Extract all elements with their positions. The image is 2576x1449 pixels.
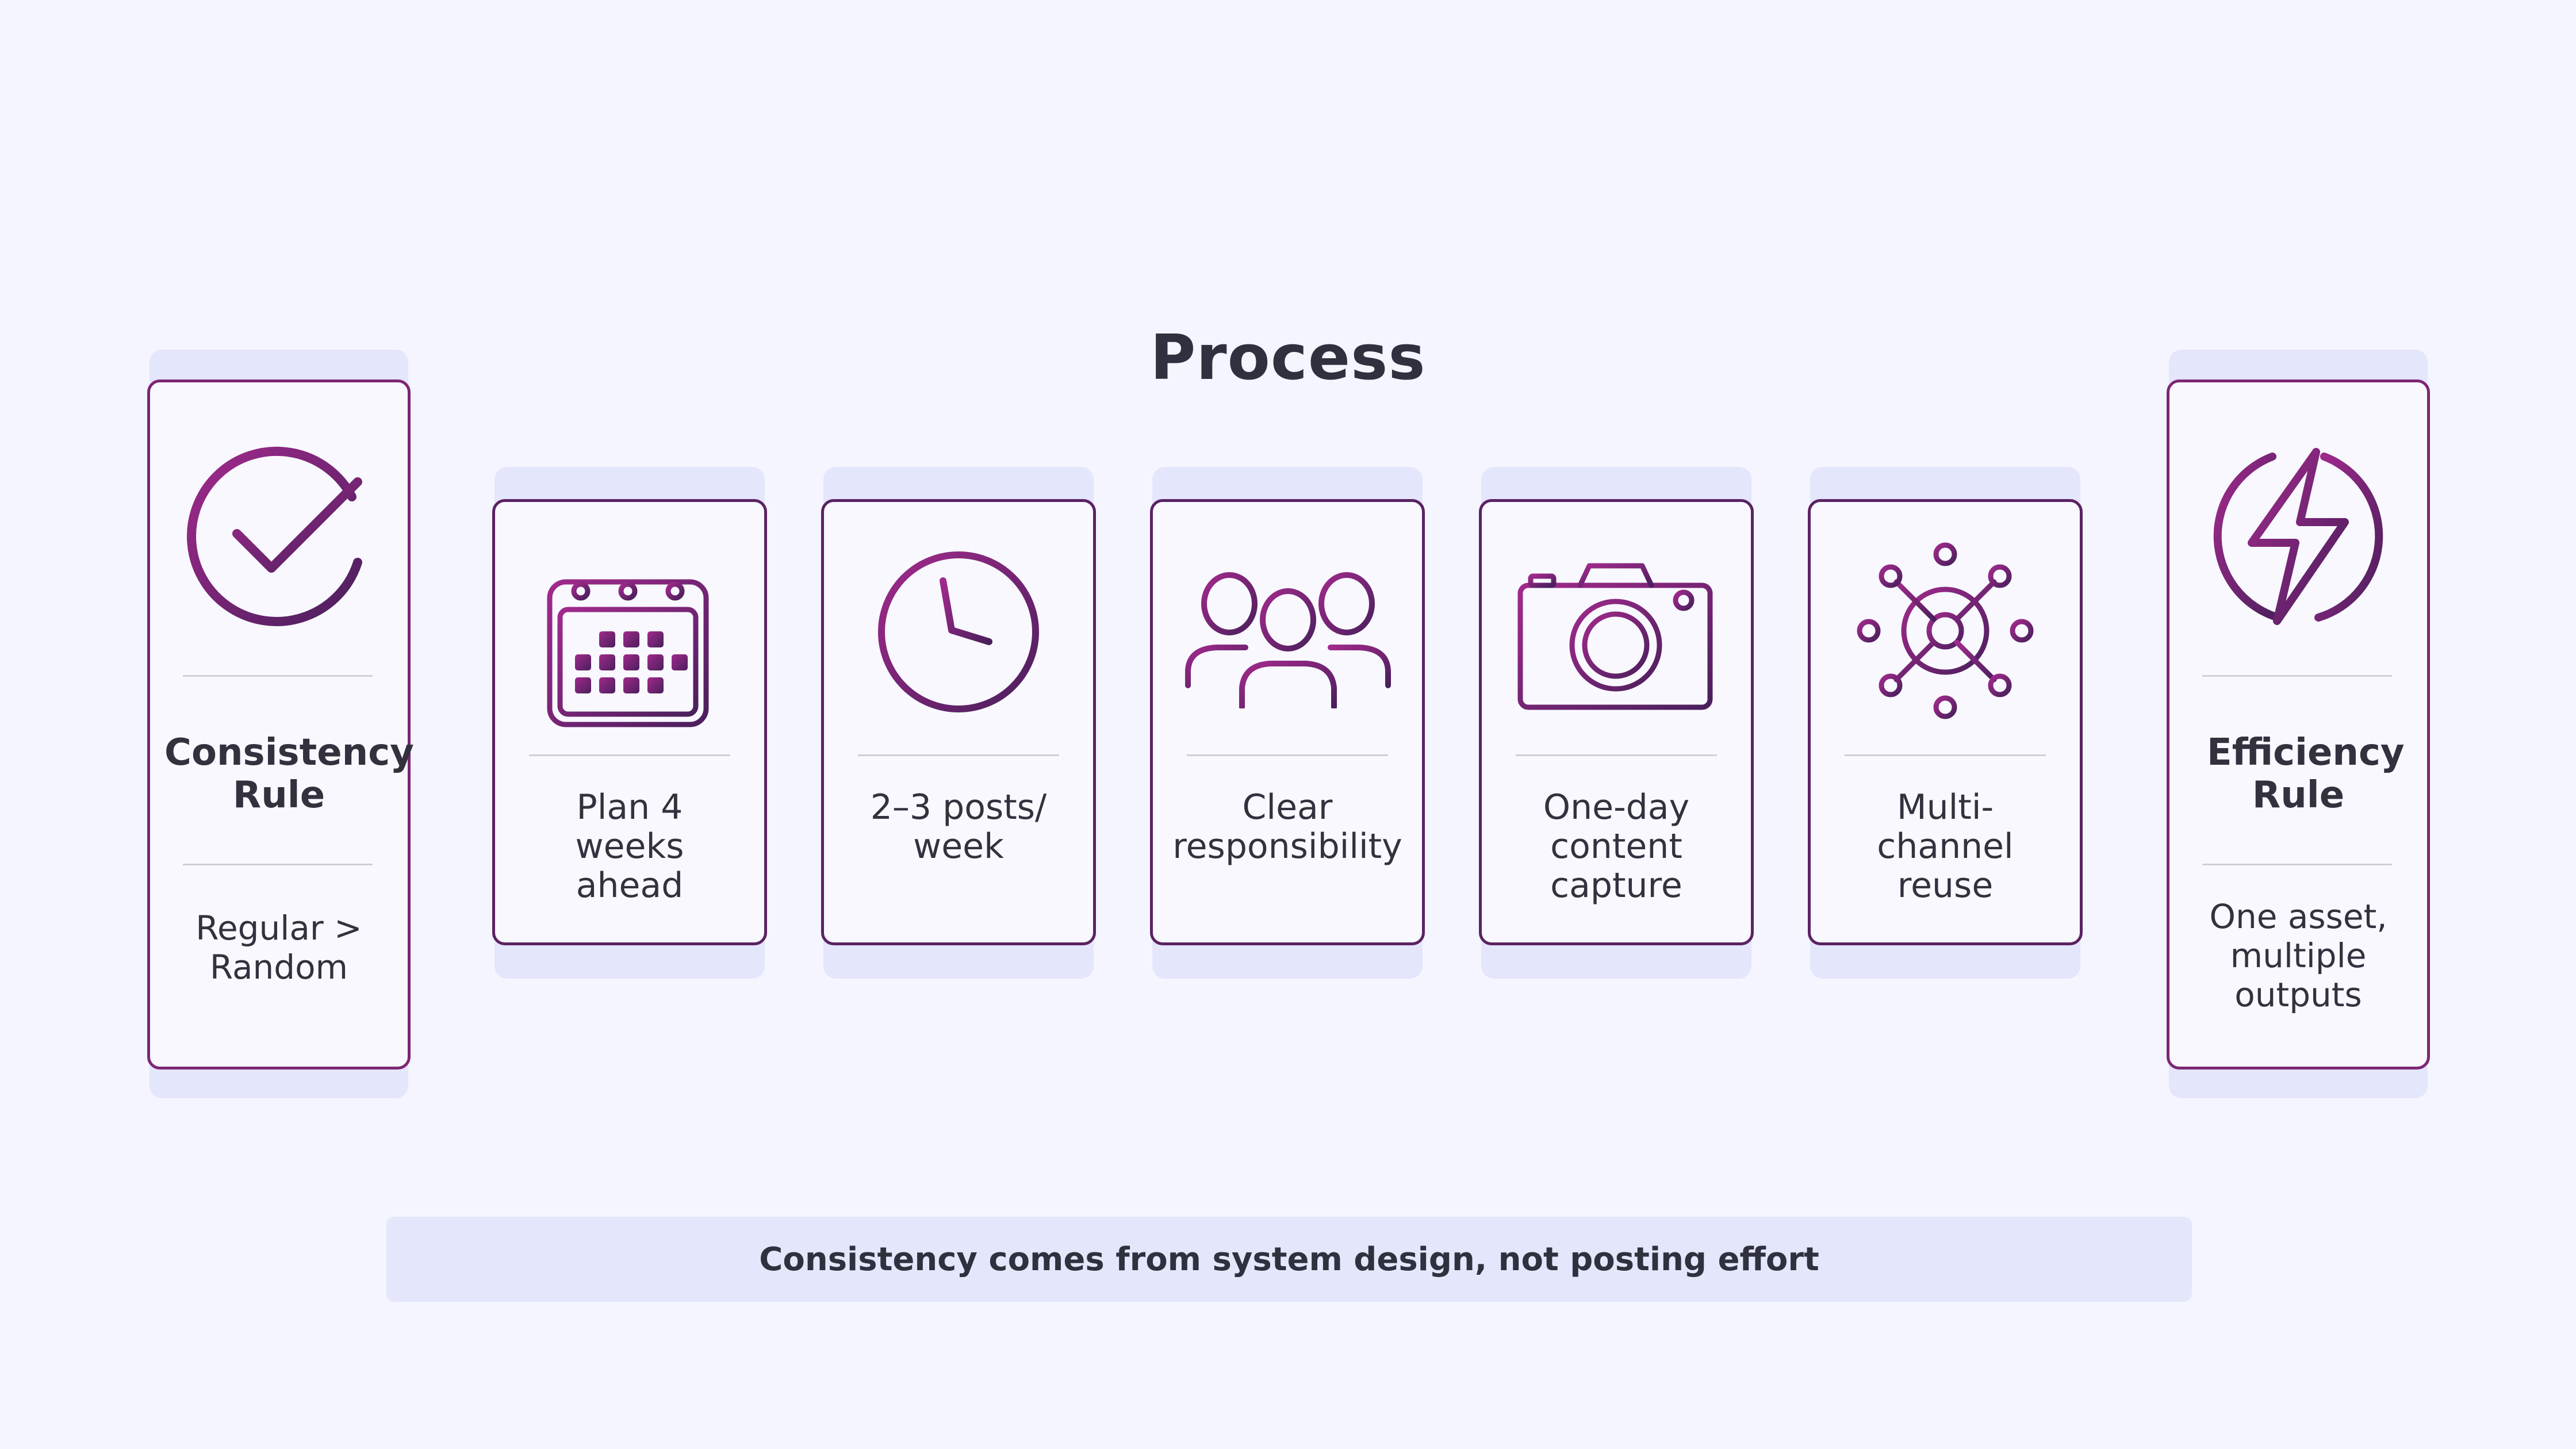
calendar-icon — [547, 556, 709, 727]
page-title: Process — [1150, 322, 1426, 394]
check-circle-icon — [187, 446, 362, 626]
efficiency-rule-detail: One asset, multiple outputs — [2209, 897, 2387, 1014]
camera-icon — [1517, 563, 1713, 710]
step-label-capture: One-day content capture — [1543, 787, 1690, 906]
step-label-responsibility: Clear responsibility — [1172, 787, 1402, 867]
consistency-rule-label: Consistency Rule — [164, 731, 414, 816]
footer-text: Consistency comes from system design, no… — [759, 1240, 1819, 1278]
lightning-circle-icon — [2213, 448, 2383, 625]
step-label-reuse: Multi-channel reuse — [1877, 787, 2014, 906]
step-label-posts: 2–3 posts/ week — [870, 787, 1047, 867]
network-hub-icon — [1857, 542, 2034, 719]
efficiency-rule-label: Efficiency Rule — [2207, 731, 2405, 816]
clock-icon — [878, 551, 1039, 712]
step-label-plan: Plan 4 weeks ahead — [575, 787, 684, 906]
consistency-rule-detail: Regular > Random — [195, 908, 362, 987]
footer-banner: Consistency comes from system design, no… — [386, 1217, 2192, 1302]
people-icon — [1185, 572, 1391, 708]
